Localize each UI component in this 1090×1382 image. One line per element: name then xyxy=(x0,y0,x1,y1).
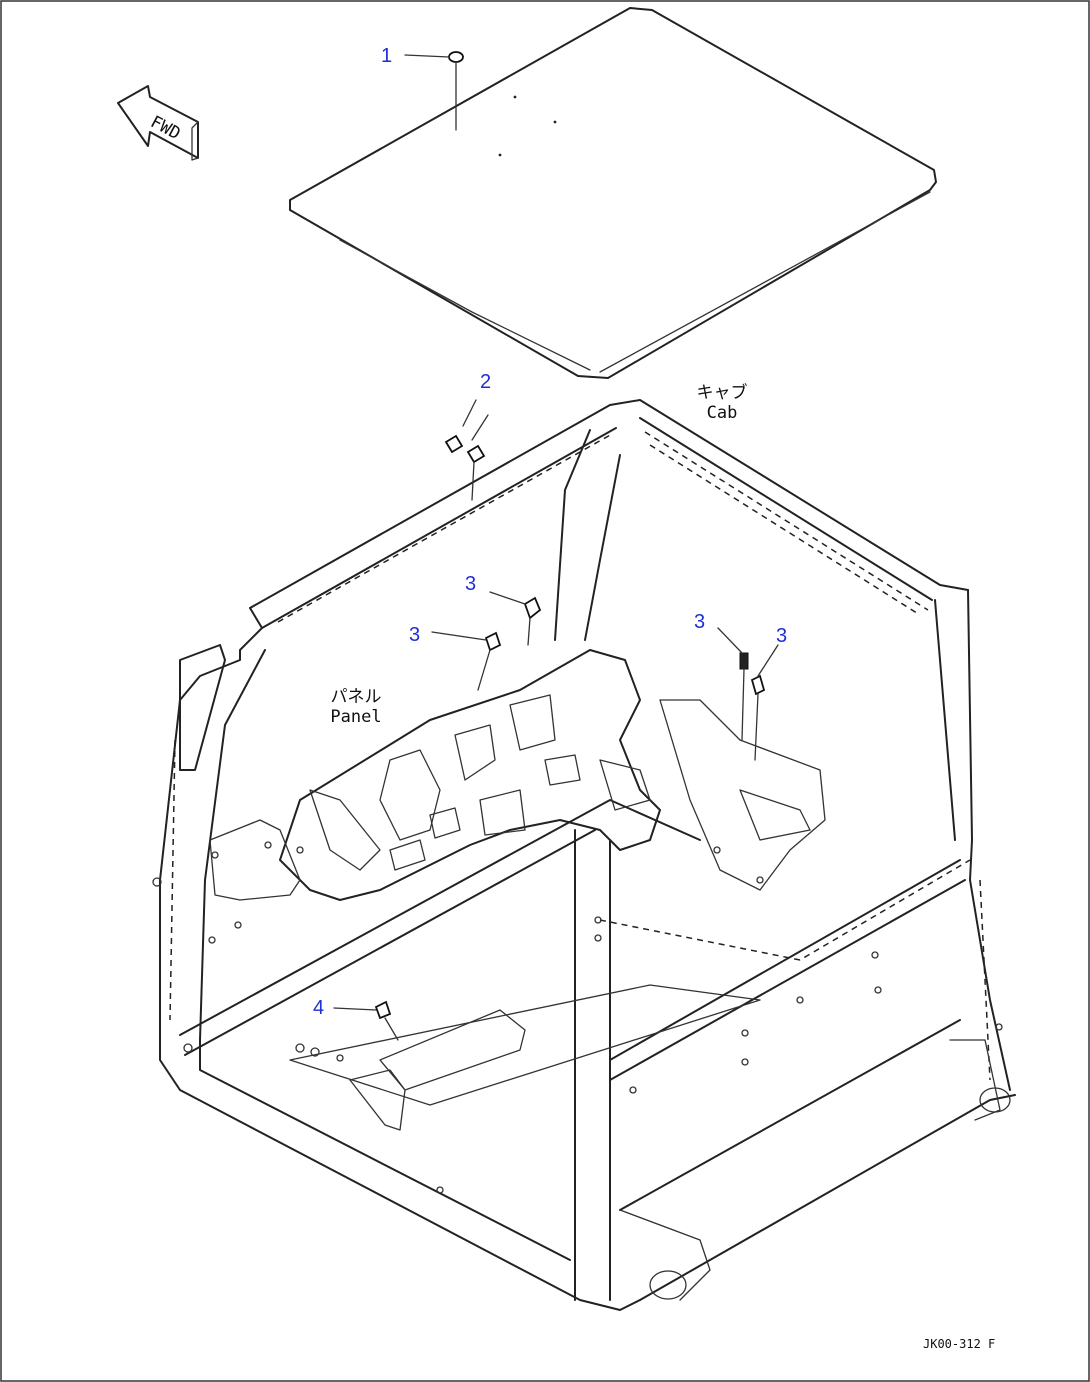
fwd-arrow-icon: FWD xyxy=(117,85,199,161)
cab-label: キャブ Cab xyxy=(690,383,754,423)
callout-4: 4 xyxy=(313,997,325,1019)
part-4-clip xyxy=(333,1000,399,1041)
cab-label-en: Cab xyxy=(706,402,738,423)
callout-1: 1 xyxy=(381,45,393,67)
fwd-text: FWD xyxy=(147,112,184,144)
panel-label-jp: パネル xyxy=(330,687,382,707)
callout-2: 2 xyxy=(480,371,492,393)
dashboard-panel xyxy=(208,649,826,1131)
panel-label: パネル Panel xyxy=(320,687,392,727)
roof-panel xyxy=(289,7,937,379)
callout-3a: 3 xyxy=(465,573,477,595)
callout-3d: 3 xyxy=(776,625,788,647)
callout-3b: 3 xyxy=(409,624,421,646)
drawing-code: JK00-312 F xyxy=(923,1337,996,1351)
panel-label-en: Panel xyxy=(330,706,382,727)
callout-3c: 3 xyxy=(694,611,706,633)
part-3-clips xyxy=(431,591,779,761)
part-2-clips xyxy=(444,399,489,501)
part-1-grommet xyxy=(404,51,464,131)
cab-label-jp: キャブ xyxy=(696,383,748,403)
cab-frame xyxy=(152,399,1016,1311)
